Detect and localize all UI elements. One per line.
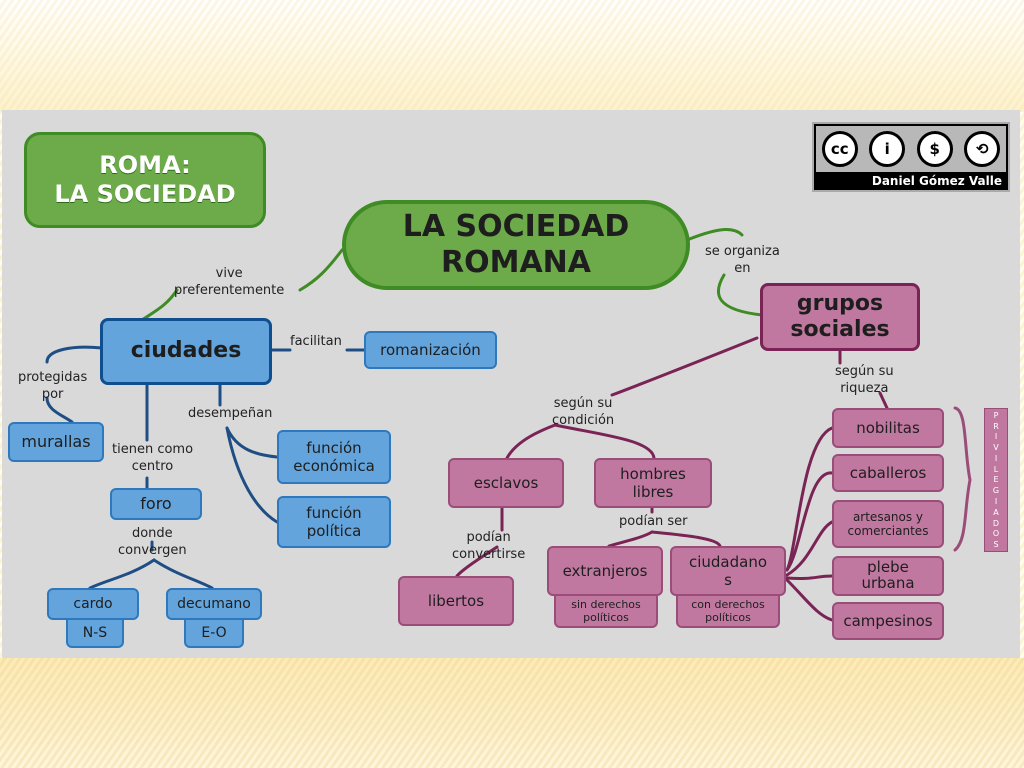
noncommercial-icon: $ bbox=[916, 131, 953, 167]
node-foro: foro bbox=[110, 488, 202, 520]
node-decumano-label: decumano bbox=[177, 595, 251, 612]
node-plebe-urbana-label: plebe urbana bbox=[861, 558, 915, 592]
privilegiados-letter: D bbox=[992, 518, 1000, 528]
node-ciudades: ciudades bbox=[100, 318, 272, 385]
link-segun-riqueza: según su riqueza bbox=[835, 364, 894, 396]
privilegiados-letter: A bbox=[993, 507, 999, 517]
link-segun-condicion: según su condición bbox=[552, 396, 615, 428]
cc-icon: cc bbox=[821, 131, 858, 167]
link-tienen-como: tienen como centro bbox=[112, 442, 194, 474]
node-funcion-politica-label: función política bbox=[306, 504, 362, 540]
node-grupos-sociales: grupos sociales bbox=[760, 283, 920, 351]
node-cardo: cardo bbox=[47, 588, 139, 620]
node-decumano: decumano bbox=[166, 588, 262, 620]
bottom-decorative-band bbox=[0, 658, 1024, 768]
privilegiados-letter: L bbox=[993, 464, 999, 474]
title-text: ROMA: LA SOCIEDAD bbox=[54, 151, 236, 208]
privilegiados-letter: G bbox=[992, 486, 1000, 496]
node-esclavos: esclavos bbox=[448, 458, 564, 508]
node-extranjeros-label: extranjeros bbox=[562, 562, 648, 580]
node-hombres-libres: hombres libres bbox=[594, 458, 712, 508]
node-campesinos: campesinos bbox=[832, 602, 944, 640]
node-ciudadanos: ciudadano s bbox=[670, 546, 786, 596]
privilegiados-letter: I bbox=[994, 497, 998, 507]
privilegiados-letter: O bbox=[992, 529, 1000, 539]
node-grupos-sociales-label: grupos sociales bbox=[790, 290, 890, 342]
node-plebe-urbana: plebe urbana bbox=[832, 556, 944, 596]
node-hombres-libres-label: hombres libres bbox=[620, 465, 686, 501]
privilegiados-letter: I bbox=[994, 432, 998, 442]
privilegiados-letter: S bbox=[993, 540, 999, 550]
privilegiados-label: P R I V I L E G I A D O S bbox=[984, 408, 1008, 552]
privilegiados-letter: I bbox=[994, 453, 998, 463]
node-ciudadanos-note: con derechos políticos bbox=[676, 596, 780, 628]
top-decorative-band bbox=[0, 0, 1024, 112]
link-donde: donde convergen bbox=[118, 526, 187, 558]
privilegiados-letter: P bbox=[993, 410, 999, 420]
node-cardo-direction: N-S bbox=[66, 620, 124, 648]
privilegiados-letter: E bbox=[993, 475, 999, 485]
node-funcion-economica-label: función económica bbox=[293, 439, 375, 475]
privilegiados-letter: R bbox=[993, 421, 999, 431]
node-murallas-label: murallas bbox=[21, 432, 91, 452]
sharealike-icon: ⟲ bbox=[964, 131, 1001, 167]
node-nobilitas-label: nobilitas bbox=[856, 419, 920, 437]
attribution-icon: i bbox=[869, 131, 906, 167]
node-ciudadanos-label: ciudadano s bbox=[688, 553, 768, 589]
link-podian-ser: podían ser bbox=[619, 514, 688, 529]
node-artesanos: artesanos y comerciantes bbox=[832, 500, 944, 548]
node-campesinos-label: campesinos bbox=[843, 612, 933, 630]
node-decumano-direction-label: E-O bbox=[201, 624, 227, 641]
node-ciudadanos-note-label: con derechos políticos bbox=[691, 597, 765, 624]
node-libertos: libertos bbox=[398, 576, 514, 626]
node-murallas: murallas bbox=[8, 422, 104, 462]
node-cardo-label: cardo bbox=[73, 595, 113, 612]
link-protegidas: protegidas por bbox=[18, 370, 88, 402]
node-decumano-direction: E-O bbox=[184, 620, 244, 648]
privilegiados-letter: V bbox=[993, 443, 999, 453]
node-funcion-economica: función económica bbox=[277, 430, 391, 484]
node-caballeros-label: caballeros bbox=[849, 464, 927, 482]
node-artesanos-label: artesanos y comerciantes bbox=[847, 509, 929, 538]
node-foro-label: foro bbox=[140, 494, 172, 514]
node-funcion-politica: función política bbox=[277, 496, 391, 548]
node-extranjeros-note-label: sin derechos políticos bbox=[571, 597, 641, 624]
link-se-organiza: se organiza en bbox=[705, 244, 780, 276]
node-romanizacion: romanización bbox=[364, 331, 497, 369]
link-podian-convertirse: podían convertirse bbox=[452, 530, 526, 562]
central-node: LA SOCIEDAD ROMANA bbox=[342, 200, 690, 290]
title-box: ROMA: LA SOCIEDAD bbox=[24, 132, 266, 228]
node-cardo-direction-label: N-S bbox=[82, 624, 108, 641]
node-nobilitas: nobilitas bbox=[832, 408, 944, 448]
link-facilitan: facilitan bbox=[290, 334, 342, 349]
node-ciudades-label: ciudades bbox=[130, 338, 242, 364]
link-desempenan: desempeñan bbox=[188, 406, 273, 421]
node-libertos-label: libertos bbox=[427, 592, 485, 610]
link-vive: vive preferentemente bbox=[174, 266, 285, 298]
node-esclavos-label: esclavos bbox=[473, 474, 539, 492]
node-extranjeros-note: sin derechos políticos bbox=[554, 596, 658, 628]
central-node-label: LA SOCIEDAD ROMANA bbox=[402, 209, 630, 280]
node-caballeros: caballeros bbox=[832, 454, 944, 492]
node-extranjeros: extranjeros bbox=[547, 546, 663, 596]
creative-commons-license: cc i $ ⟲ Daniel Gómez Valle bbox=[812, 122, 1010, 192]
node-romanizacion-label: romanización bbox=[380, 341, 481, 359]
license-author: Daniel Gómez Valle bbox=[871, 174, 1002, 188]
connector-lines bbox=[45, 228, 972, 622]
license-badges: cc i $ ⟲ bbox=[816, 126, 1006, 172]
concept-map-panel: ROMA: LA SOCIEDAD LA SOCIEDAD ROMANA cc … bbox=[2, 110, 1020, 658]
